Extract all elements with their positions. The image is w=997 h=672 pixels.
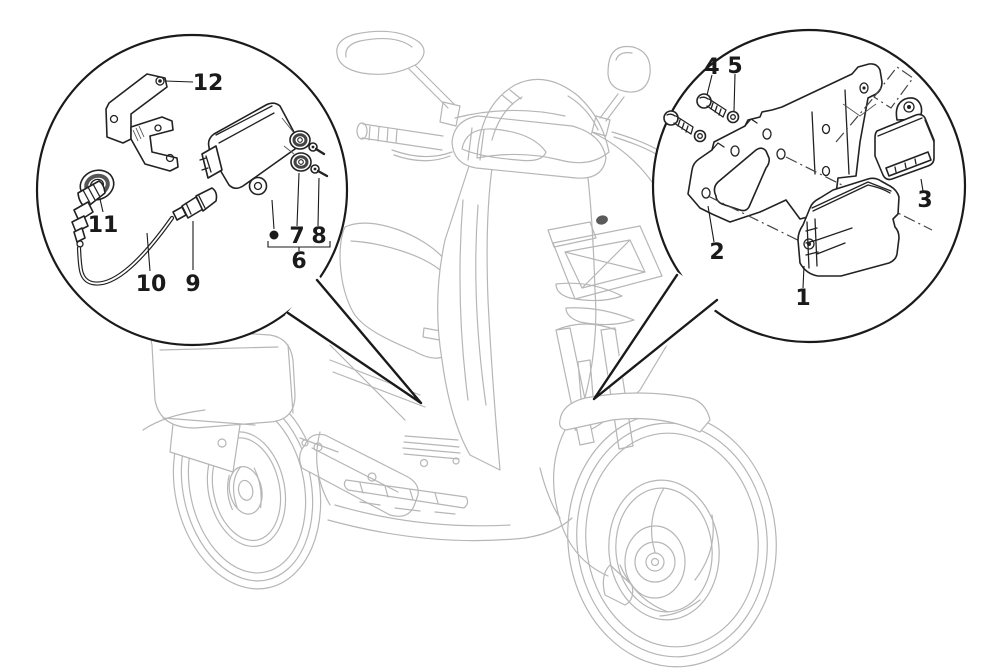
support-bracket-part12 xyxy=(105,73,179,172)
leader-4 xyxy=(706,74,713,96)
leader-3 xyxy=(920,178,924,192)
leader-12 xyxy=(164,80,194,83)
leader-5 xyxy=(733,73,736,112)
part-label-6: 6 xyxy=(291,249,306,274)
right-mirror-stalk xyxy=(591,93,625,137)
floorboard xyxy=(343,479,469,509)
headlight-pod xyxy=(451,115,607,179)
part-label-4: 4 xyxy=(704,55,719,80)
part-label-8: 8 xyxy=(311,224,326,249)
leader-dot xyxy=(269,230,279,240)
bubble-pointer-left xyxy=(286,278,423,405)
scooter-illustration xyxy=(142,30,777,668)
leader-10 xyxy=(146,232,151,272)
part-label-12: 12 xyxy=(193,71,224,96)
part-label-1: 1 xyxy=(795,286,810,311)
leader-1 xyxy=(802,265,805,289)
bubble-pointer-right xyxy=(592,273,719,401)
front-fender xyxy=(559,392,711,433)
axis-line-1 xyxy=(785,156,933,231)
leader-2 xyxy=(707,205,715,243)
ht-cable-part10 xyxy=(76,215,175,286)
right-mirror xyxy=(607,45,651,93)
callout-bubble-right xyxy=(592,28,967,401)
clips-part8 xyxy=(308,142,329,178)
front-wheel xyxy=(567,412,777,668)
ghost-mount-outline xyxy=(835,66,914,143)
group-bracket-6 xyxy=(267,241,331,251)
fuel-cap xyxy=(596,215,608,225)
grommets-part7 xyxy=(289,130,312,172)
voltage-regulator-part1 xyxy=(797,177,900,277)
part-label-9: 9 xyxy=(185,272,200,297)
part-label-10: 10 xyxy=(136,272,167,297)
screws-part4 xyxy=(663,93,727,135)
brake-caliper xyxy=(602,564,634,606)
seat xyxy=(339,222,451,359)
leader-7 xyxy=(296,172,300,227)
part-label-7: 7 xyxy=(289,224,304,249)
left-mirror xyxy=(336,30,425,75)
part-labels: 12 11 10 9 6 7 8 4 5 2 3 1 xyxy=(88,54,933,311)
leader-11 xyxy=(99,198,104,213)
part-label-2: 2 xyxy=(709,240,724,265)
part-label-5: 5 xyxy=(727,54,742,79)
cable-joint-part9 xyxy=(172,187,218,221)
leader-8 xyxy=(317,177,320,227)
mounting-bracket-part2 xyxy=(687,63,883,223)
part-label-11: 11 xyxy=(88,213,119,238)
brake-levers xyxy=(391,131,659,162)
spark-plug-cap-part11 xyxy=(71,169,115,248)
washers-part5 xyxy=(693,110,740,143)
callout-bubble-left xyxy=(35,33,424,406)
left-mirror-stalk xyxy=(403,59,461,127)
relay-part3 xyxy=(874,97,935,181)
part-label-3: 3 xyxy=(917,188,932,213)
leader-6-dot xyxy=(271,199,275,230)
leg-shield xyxy=(437,162,501,471)
left-grip xyxy=(361,123,444,151)
windscreen xyxy=(476,78,610,164)
axis-line-2 xyxy=(707,195,813,248)
